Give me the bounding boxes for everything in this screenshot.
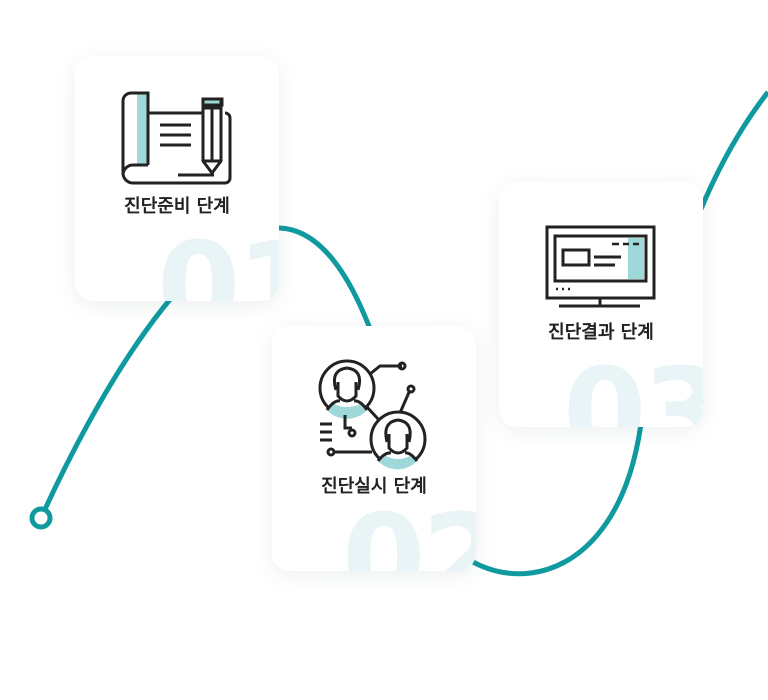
monitor-icon: [545, 225, 656, 308]
step-card-1: 01 진단준비 단계: [75, 56, 279, 301]
step-label: 진단결과 단계: [548, 322, 654, 343]
people-network-icon: [318, 359, 427, 470]
step-label: 진단실시 단계: [321, 476, 427, 497]
step-card-3: 03 진단결과 단계: [499, 182, 703, 427]
step-label: 진단준비 단계: [124, 196, 230, 217]
timeline-start-dot: [29, 506, 53, 530]
step-card-2: 02 진단실시 단계: [272, 326, 476, 571]
blueprint-pencil-icon: [121, 91, 232, 185]
